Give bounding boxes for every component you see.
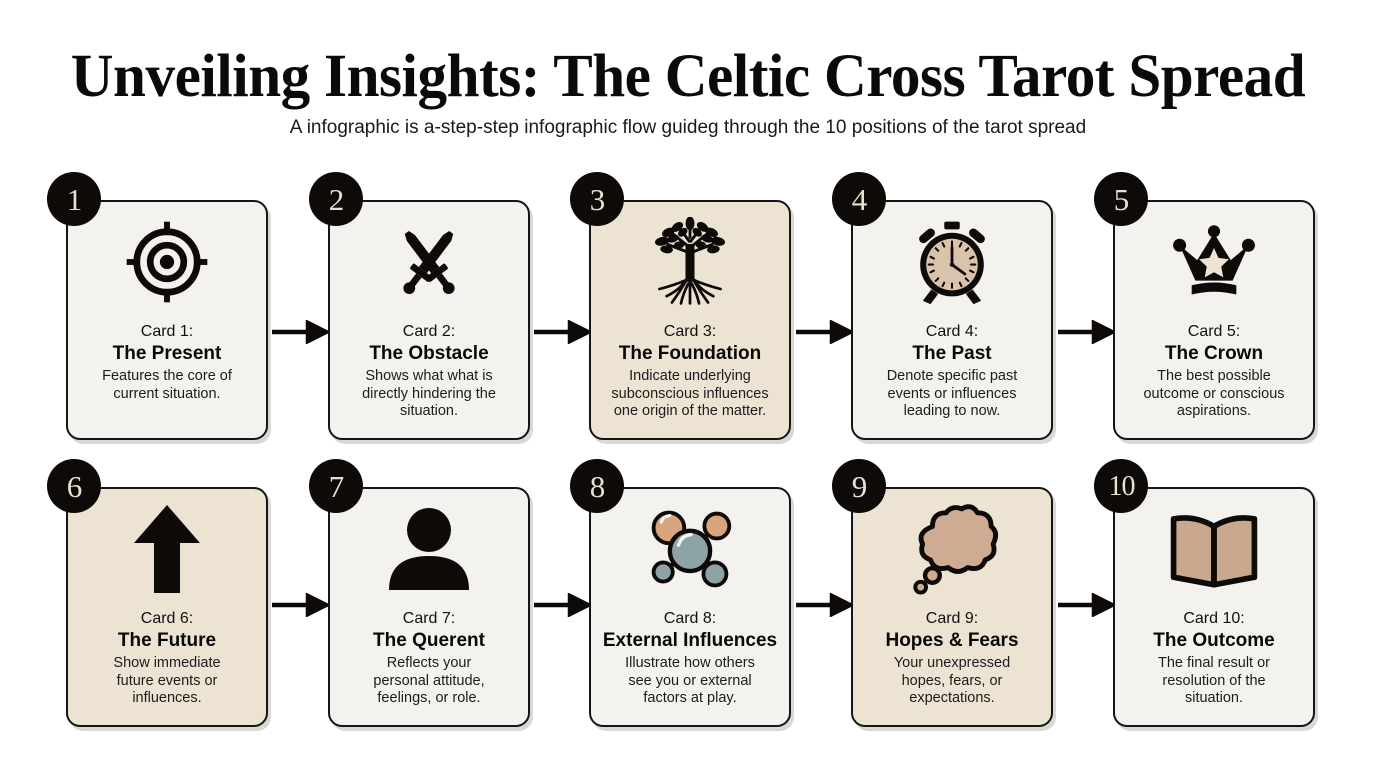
card-4[interactable]: Card 4: The Past Denote specific past ev… [851, 200, 1053, 440]
card-label: Card 10: [1183, 610, 1245, 627]
card-label: Card 1: [140, 323, 194, 340]
step-number: 7 [328, 468, 345, 504]
card-1[interactable]: Card 1: The Present Features the core of… [66, 200, 268, 440]
card-title: Hopes & Fears [885, 630, 1019, 651]
page-title: Unveiling Insights: The Celtic Cross Tar… [70, 43, 1306, 110]
card-slot-7: Card 7: The Querent Reflects your person… [309, 459, 532, 728]
flow-arrow-8-to-9 [796, 593, 852, 617]
crown-icon [1115, 202, 1313, 322]
card-3[interactable]: Card 3: The Foundation Indicate underlyi… [589, 200, 791, 440]
flow-arrow-6-to-7 [272, 593, 328, 617]
step-number: 1 [66, 181, 83, 217]
card-description: Shows what what is directly hindering th… [362, 368, 496, 419]
card-slot-5: Card 5: The Crown The best possible outc… [1094, 172, 1317, 441]
card-title: The Obstacle [369, 343, 489, 364]
card-title: The Present [112, 343, 222, 364]
tree-of-life-icon [591, 202, 789, 322]
step-number: 6 [66, 468, 83, 504]
card-description: Reflects your personal attitude, feeling… [373, 655, 485, 706]
thought-bubble-icon [853, 489, 1051, 609]
card-description: Denote specific past events or influence… [886, 368, 1018, 419]
step-number: 9 [851, 468, 868, 504]
card-label: Card 3: [663, 323, 717, 340]
card-label: Card 2: [402, 323, 456, 340]
card-description: Features the core of current situation. [102, 368, 232, 402]
step-number: 5 [1113, 181, 1130, 217]
step-badge-8: 8 [570, 459, 624, 513]
card-7[interactable]: Card 7: The Querent Reflects your person… [328, 487, 530, 727]
target-crosshair-icon [68, 202, 266, 322]
card-title: The Foundation [618, 343, 762, 364]
card-description: Show immediate future events or influenc… [113, 655, 221, 706]
card-row-bottom: Card 6: The Future Show immediate future… [0, 459, 1376, 728]
card-slot-3: Card 3: The Foundation Indicate underlyi… [570, 172, 793, 441]
card-description: The final result or resolution of the si… [1157, 655, 1271, 706]
card-label: Card 7: [402, 610, 456, 627]
card-slot-4: Card 4: The Past Denote specific past ev… [832, 172, 1055, 441]
card-row-top: Card 1: The Present Features the core of… [0, 172, 1376, 441]
step-badge-10: 10 [1094, 459, 1148, 513]
card-label: Card 8: [663, 610, 717, 627]
card-title: The Querent [373, 630, 485, 651]
step-badge-1: 1 [47, 172, 101, 226]
card-title: External Influences [602, 630, 778, 651]
card-slot-6: Card 6: The Future Show immediate future… [47, 459, 270, 728]
crossed-swords-icon [330, 202, 528, 322]
step-number: 2 [328, 181, 345, 217]
step-number: 4 [851, 181, 868, 217]
step-badge-9: 9 [832, 459, 886, 513]
card-title: The Future [117, 630, 217, 651]
card-slot-1: Card 1: The Present Features the core of… [47, 172, 270, 441]
card-label: Card 9: [925, 610, 979, 627]
step-badge-3: 3 [570, 172, 624, 226]
card-label: Card 6: [140, 610, 194, 627]
card-6[interactable]: Card 6: The Future Show immediate future… [66, 487, 268, 727]
card-title: The Outcome [1153, 630, 1275, 651]
step-number: 10 [1108, 470, 1136, 502]
flow-arrow-3-to-4 [796, 320, 852, 344]
molecule-network-icon [591, 489, 789, 609]
card-slot-10: Card 10: The Outcome The final result or… [1094, 459, 1317, 728]
card-2[interactable]: Card 2: The Obstacle Shows what what is … [328, 200, 530, 440]
flow-arrow-4-to-5 [1058, 320, 1114, 344]
flow-arrow-1-to-2 [272, 320, 328, 344]
card-5[interactable]: Card 5: The Crown The best possible outc… [1113, 200, 1315, 440]
card-description: Illustrate how others see you or externa… [625, 655, 755, 706]
open-book-icon [1115, 489, 1313, 609]
alarm-clock-icon [853, 202, 1051, 322]
step-badge-5: 5 [1094, 172, 1148, 226]
card-10[interactable]: Card 10: The Outcome The final result or… [1113, 487, 1315, 727]
arrow-up-icon [68, 489, 266, 609]
step-badge-4: 4 [832, 172, 886, 226]
card-slot-9: Card 9: Hopes & Fears Your unexpressed h… [832, 459, 1055, 728]
step-badge-6: 6 [47, 459, 101, 513]
step-number: 3 [589, 181, 606, 217]
card-description: The best possible outcome or conscious a… [1143, 368, 1285, 419]
card-title: The Crown [1164, 343, 1264, 364]
card-label: Card 5: [1187, 323, 1241, 340]
step-badge-2: 2 [309, 172, 363, 226]
card-slot-8: Card 8: External Influences Illustrate h… [570, 459, 793, 728]
card-slot-2: Card 2: The Obstacle Shows what what is … [309, 172, 532, 441]
card-description: Indicate underlying subconscious influen… [611, 368, 769, 419]
card-description: Your unexpressed hopes, fears, or expect… [893, 655, 1011, 706]
step-number: 8 [589, 468, 606, 504]
card-8[interactable]: Card 8: External Influences Illustrate h… [589, 487, 791, 727]
person-icon [330, 489, 528, 609]
step-badge-7: 7 [309, 459, 363, 513]
flow-arrow-9-to-10 [1058, 593, 1114, 617]
flow-arrow-2-to-3 [534, 320, 590, 344]
card-title: The Past [912, 343, 992, 364]
card-label: Card 4: [925, 323, 979, 340]
card-9[interactable]: Card 9: Hopes & Fears Your unexpressed h… [851, 487, 1053, 727]
page-subtitle: A infographic is a-step-step infographic… [289, 117, 1087, 138]
flow-arrow-7-to-8 [534, 593, 590, 617]
